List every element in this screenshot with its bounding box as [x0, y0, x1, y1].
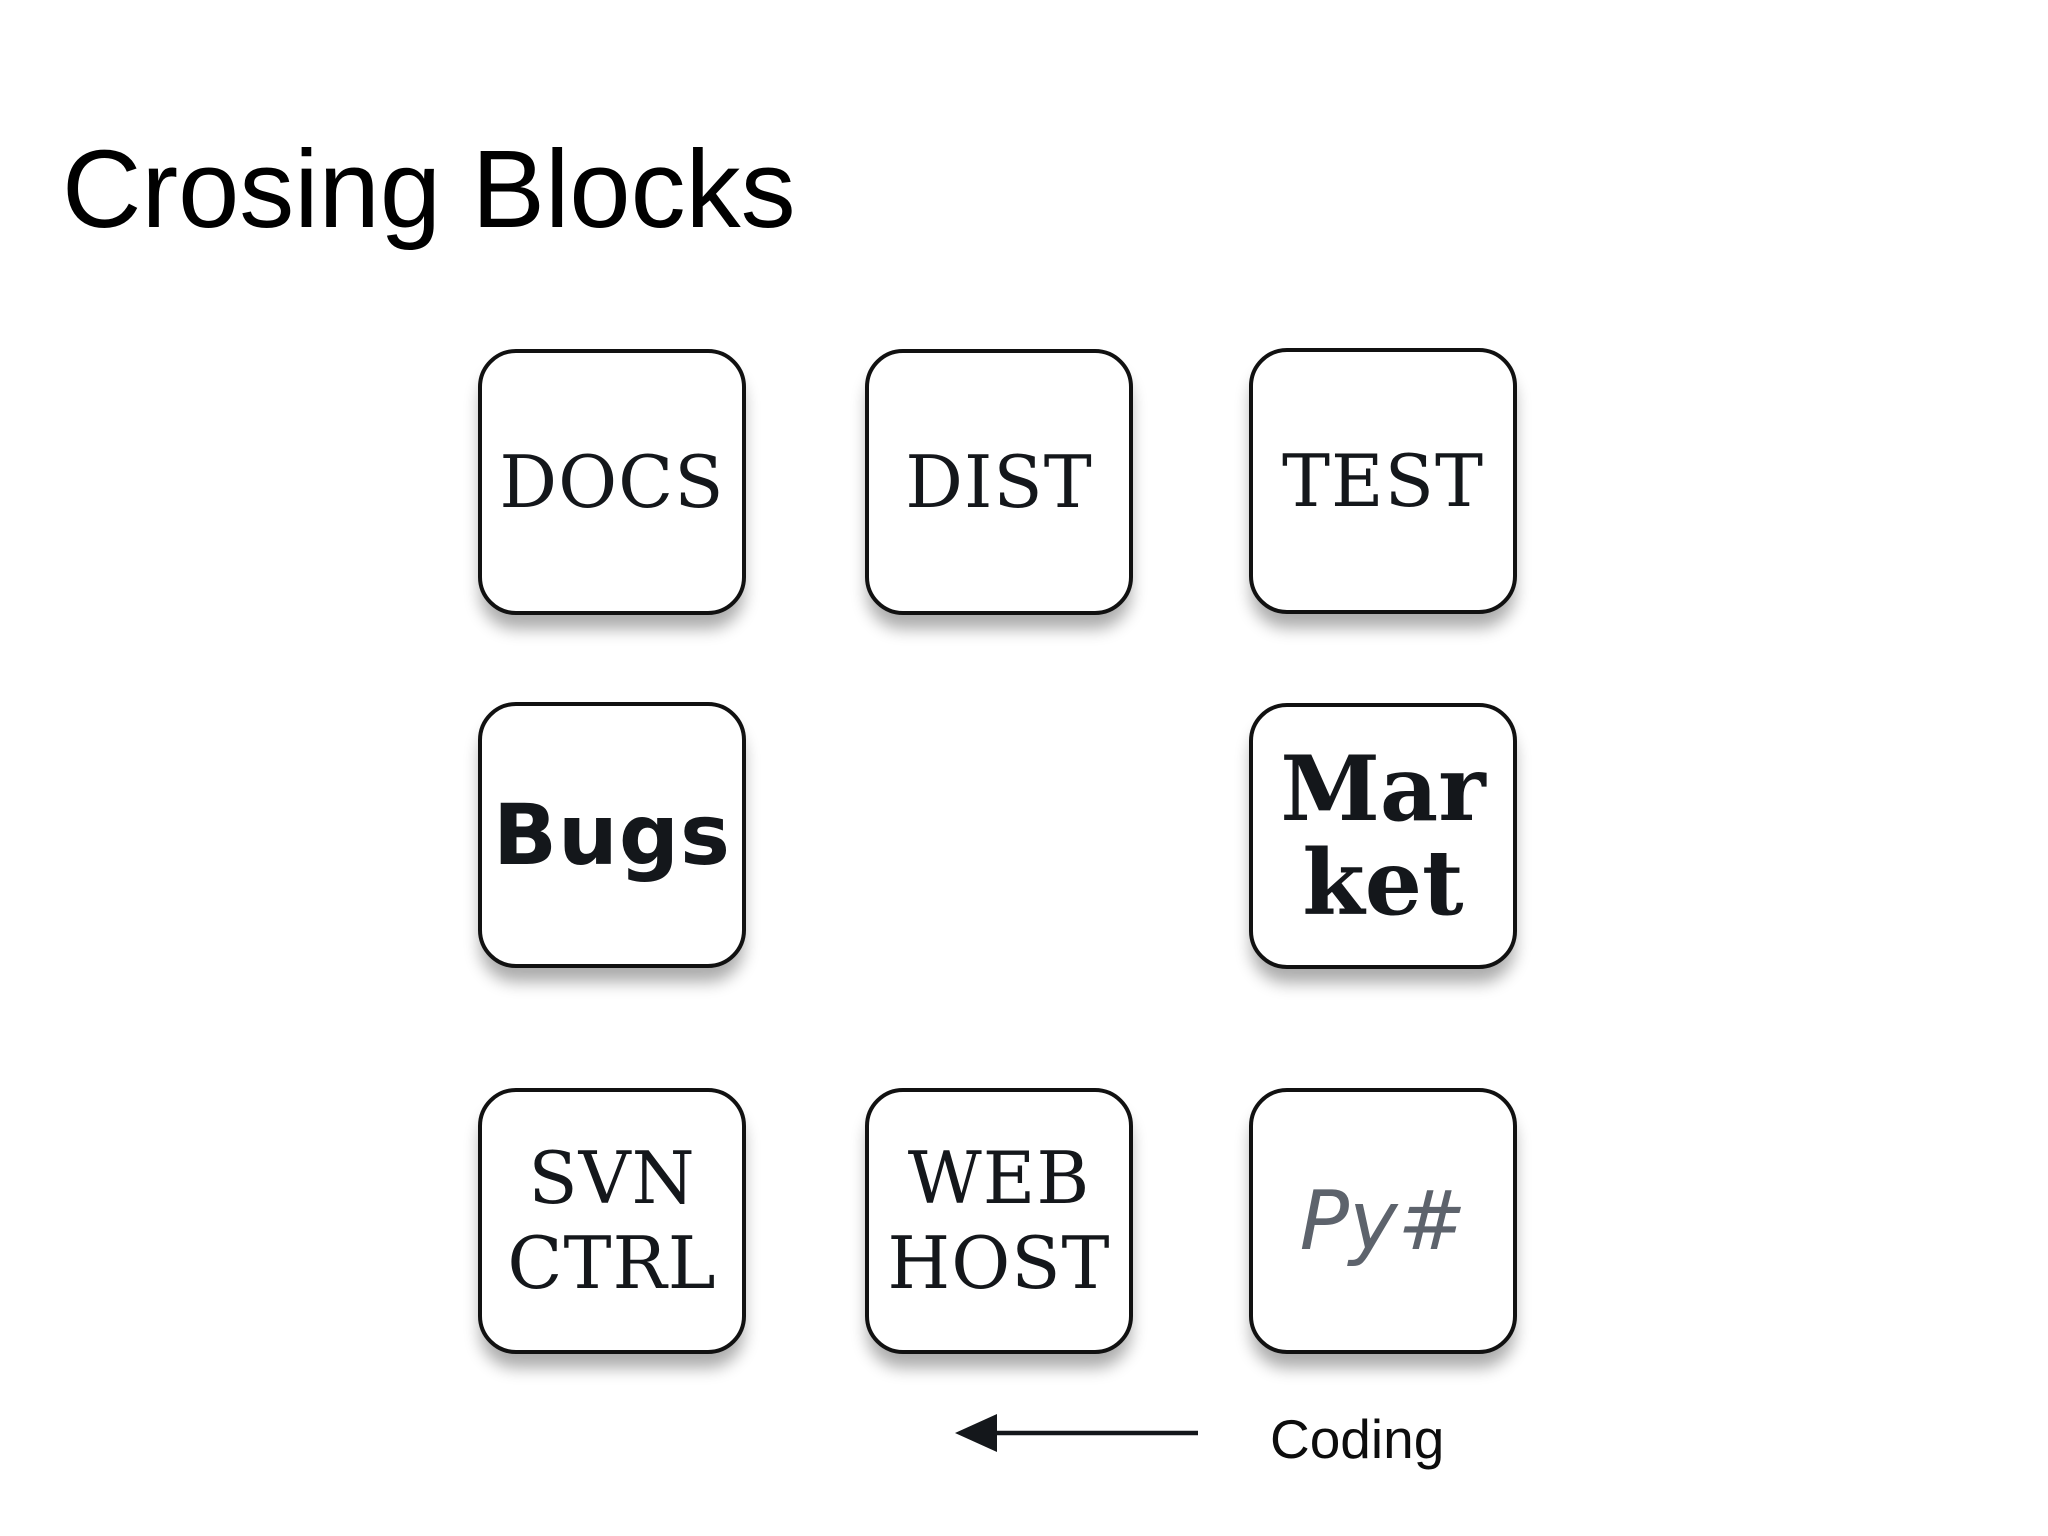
block-svn-ctrl: SVN CTRL	[478, 1088, 746, 1354]
block-label: DIST	[905, 439, 1093, 524]
block-market: Mar ket	[1249, 703, 1517, 969]
block-docs: DOCS	[478, 349, 746, 615]
block-label: Bugs	[493, 786, 731, 884]
block-test: TEST	[1249, 348, 1517, 614]
coding-annotation-label: Coding	[1270, 1408, 1445, 1470]
block-label: SVN	[528, 1136, 696, 1221]
block-label: WEB	[907, 1136, 1091, 1221]
slide-title: Crosing Blocks	[62, 127, 796, 251]
block-label: HOST	[887, 1221, 1111, 1305]
block-label: TEST	[1282, 438, 1484, 523]
block-bugs: Bugs	[478, 702, 746, 968]
block-label: CTRL	[507, 1221, 717, 1305]
block-label: ket	[1302, 830, 1464, 936]
left-arrow-icon	[955, 1414, 1198, 1452]
block-dist: DIST	[865, 349, 1133, 615]
block-py-sharp: Py#	[1249, 1088, 1517, 1354]
block-label: Py#	[1299, 1173, 1467, 1269]
block-label: DOCS	[499, 439, 725, 524]
block-label: Mar	[1280, 735, 1486, 842]
block-web-host: WEB HOST	[865, 1088, 1133, 1354]
